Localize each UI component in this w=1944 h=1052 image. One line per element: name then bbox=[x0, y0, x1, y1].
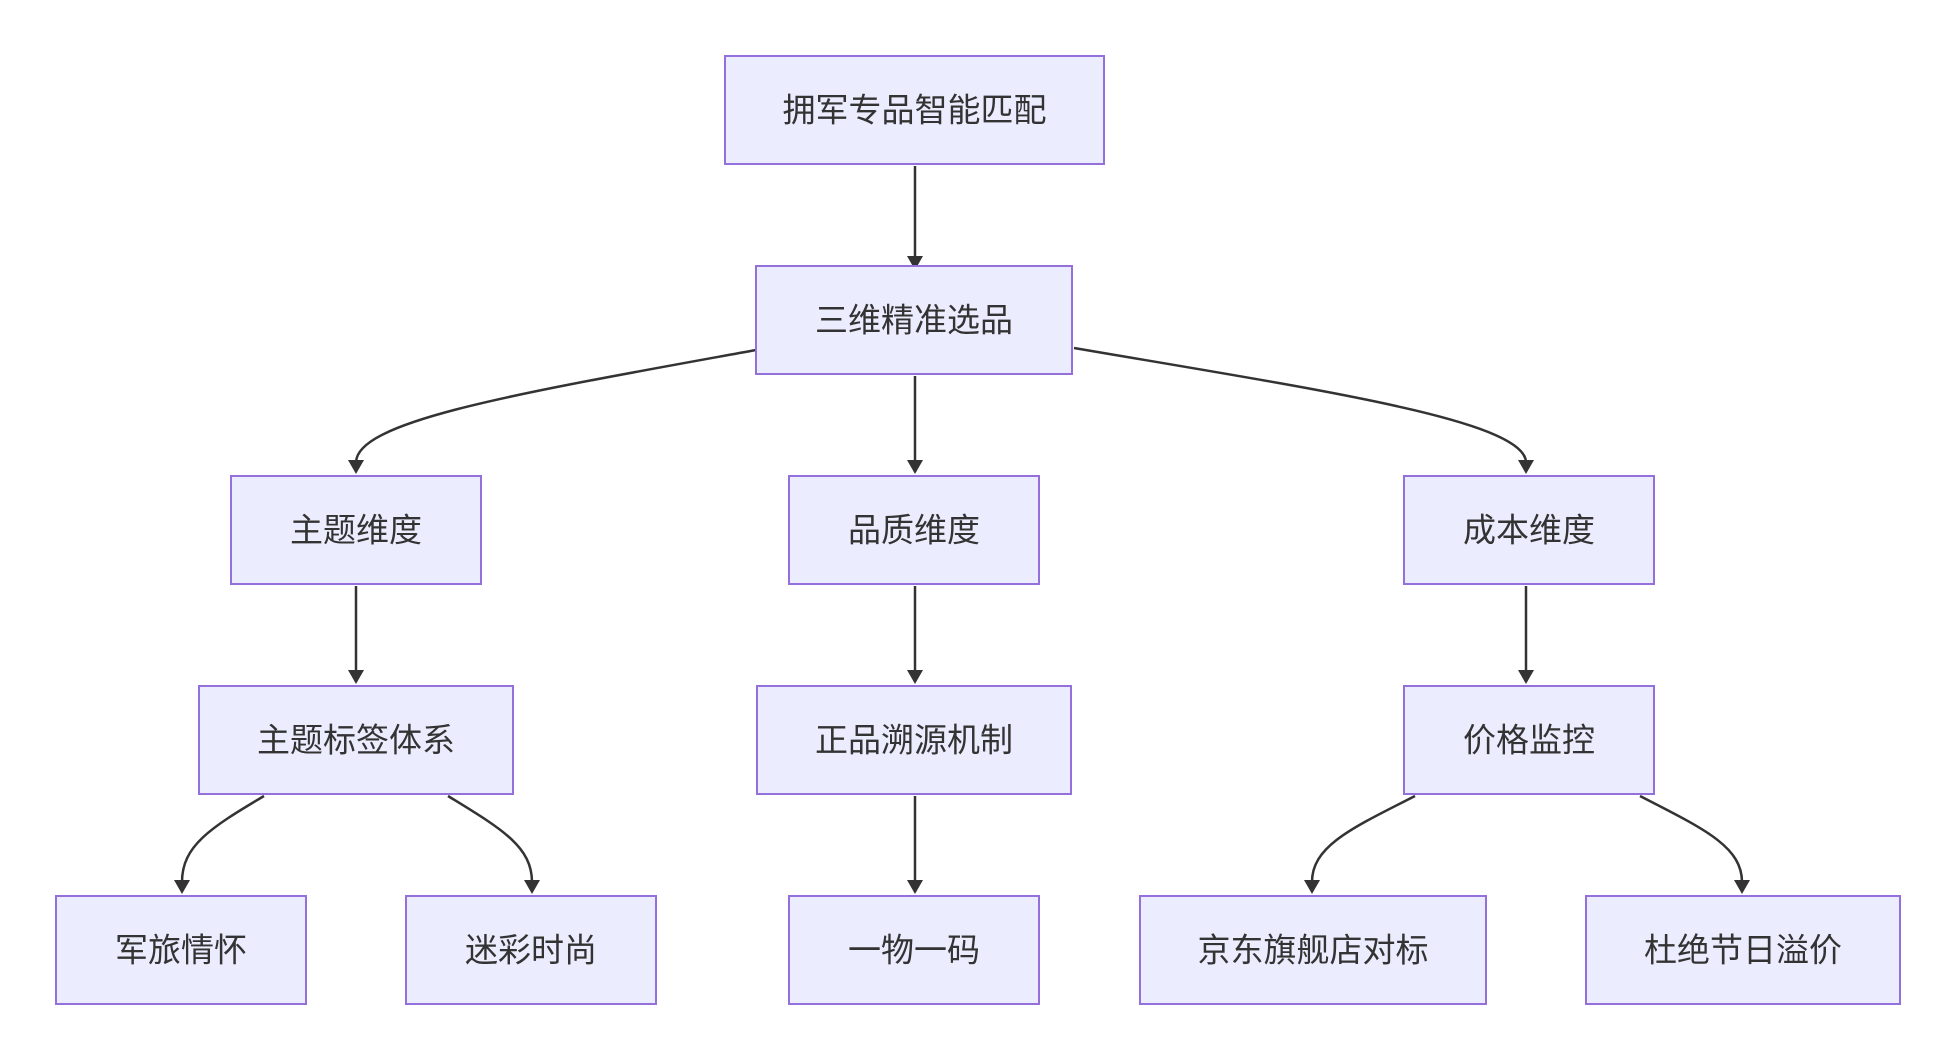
node-price-monitor-box bbox=[1403, 685, 1655, 795]
node-holiday: 杜绝节日溢价 bbox=[1585, 895, 1901, 1005]
node-price-monitor-label: 价格监控 bbox=[1463, 721, 1595, 760]
node-jd-benchmark: 京东旗舰店对标 bbox=[1139, 895, 1487, 1005]
node-root: 拥军专品智能匹配 bbox=[724, 55, 1105, 165]
arrowhead-holiday bbox=[1734, 880, 1750, 894]
node-authentic-label: 正品溯源机制 bbox=[815, 721, 1013, 760]
node-military-box bbox=[55, 895, 307, 1005]
arrowhead-authentic bbox=[907, 670, 923, 684]
node-price-monitor: 价格监控 bbox=[1403, 685, 1655, 795]
node-cost: 成本维度 bbox=[1403, 475, 1655, 585]
arrowhead-pricemonitor bbox=[1518, 670, 1534, 684]
edges bbox=[180, 166, 1744, 892]
node-authentic: 正品溯源机制 bbox=[756, 685, 1072, 795]
node-jd-benchmark-box bbox=[1139, 895, 1487, 1005]
node-camo: 迷彩时尚 bbox=[405, 895, 657, 1005]
node-quality-label: 品质维度 bbox=[848, 511, 980, 550]
edge-themetags-military bbox=[180, 794, 265, 883]
node-jd-benchmark-label: 京东旗舰店对标 bbox=[1198, 931, 1429, 970]
node-one-code-label: 一物一码 bbox=[848, 931, 980, 970]
arrowhead-themetags bbox=[348, 670, 364, 684]
node-cost-box bbox=[1403, 475, 1655, 585]
node-theme-label: 主题维度 bbox=[290, 511, 422, 550]
node-one-code-box bbox=[788, 895, 1040, 1005]
node-theme-tags: 主题标签体系 bbox=[198, 685, 514, 795]
node-root-box bbox=[724, 55, 1105, 165]
edge-select-cost bbox=[1073, 346, 1528, 463]
arrowhead-military bbox=[174, 880, 190, 894]
arrowheads bbox=[174, 256, 1750, 894]
edge-pricemonitor-holiday bbox=[1639, 794, 1744, 883]
arrowhead-theme bbox=[348, 460, 364, 474]
arrowhead-onecode bbox=[907, 880, 923, 894]
node-theme-tags-box bbox=[198, 685, 514, 795]
node-camo-label: 迷彩时尚 bbox=[465, 931, 597, 970]
arrowhead-jd bbox=[1304, 880, 1320, 894]
node-authentic-box bbox=[756, 685, 1072, 795]
node-holiday-box bbox=[1585, 895, 1901, 1005]
node-root-label: 拥军专品智能匹配 bbox=[783, 91, 1047, 130]
node-quality: 品质维度 bbox=[788, 475, 1040, 585]
node-quality-box bbox=[788, 475, 1040, 585]
node-military: 军旅情怀 bbox=[55, 895, 307, 1005]
node-theme-tags-label: 主题标签体系 bbox=[257, 721, 455, 760]
node-military-label: 军旅情怀 bbox=[115, 931, 247, 970]
node-holiday-label: 杜绝节日溢价 bbox=[1644, 931, 1842, 970]
node-theme: 主题维度 bbox=[230, 475, 482, 585]
node-camo-box bbox=[405, 895, 657, 1005]
arrowhead-cost bbox=[1518, 460, 1534, 474]
node-select-box bbox=[755, 265, 1073, 375]
node-cost-label: 成本维度 bbox=[1463, 511, 1595, 550]
edge-pricemonitor-jd bbox=[1310, 794, 1416, 883]
node-theme-box bbox=[230, 475, 482, 585]
arrowhead-select bbox=[907, 256, 923, 270]
edge-select-theme bbox=[354, 348, 757, 463]
edge-themetags-camo bbox=[447, 794, 534, 883]
node-select-label: 三维精准选品 bbox=[815, 301, 1013, 340]
arrowhead-camo bbox=[524, 880, 540, 894]
node-select: 三维精准选品 bbox=[755, 265, 1073, 375]
node-one-code: 一物一码 bbox=[788, 895, 1040, 1005]
arrowhead-quality bbox=[907, 460, 923, 474]
